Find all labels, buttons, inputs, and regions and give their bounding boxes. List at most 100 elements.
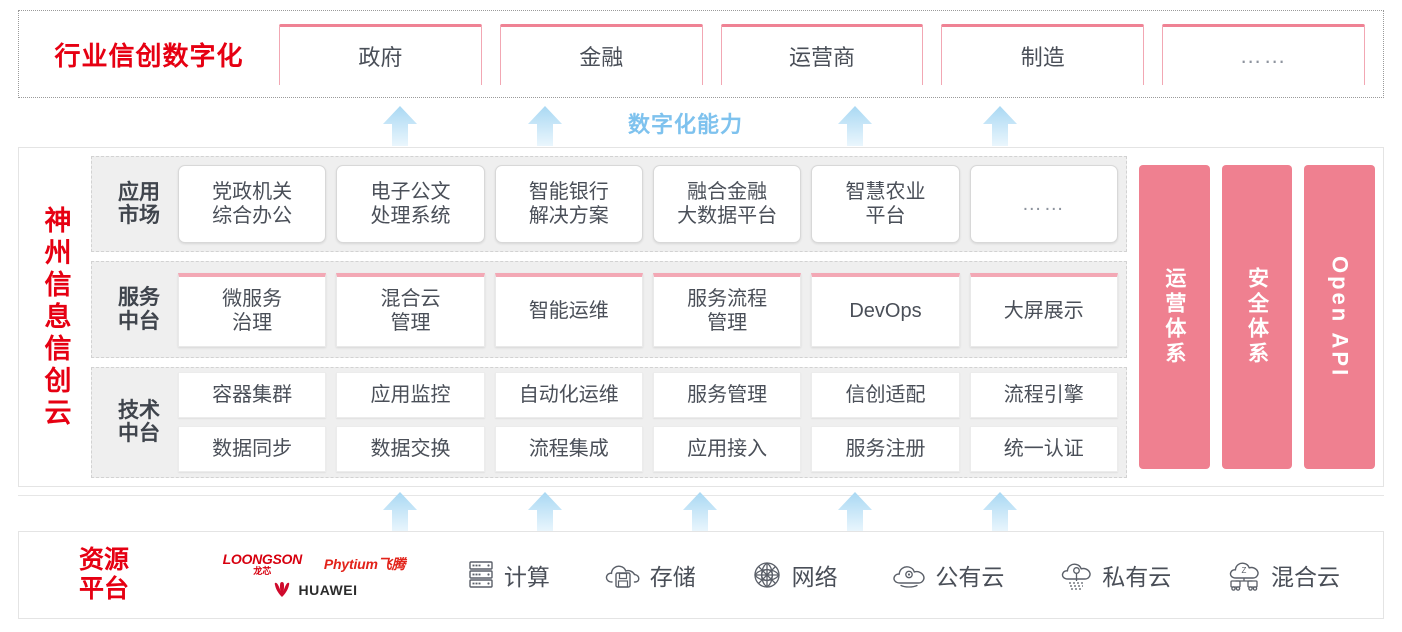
resource-item-private-cloud[interactable]: 私有云 — [1058, 558, 1171, 592]
pillar-label: Open API — [1327, 255, 1353, 379]
up-arrow-icon — [378, 491, 422, 533]
svc-cell-hybrid-cloud-management[interactable]: 混合云 管理 — [336, 272, 485, 347]
tech-cell-unified-auth[interactable]: 统一认证 — [969, 426, 1118, 473]
industry-band-title: 行业信创数字化 — [54, 40, 244, 71]
app-cell-more[interactable]: …… — [969, 165, 1118, 244]
loongson-logo: LOONGSON 龙芯 — [223, 552, 303, 576]
tech-cell-xinchuang-adaptation[interactable]: 信创适配 — [811, 372, 960, 419]
cell-line1: 智慧农业 — [845, 181, 926, 204]
vendor-logo-row-2: HUAWEI — [271, 582, 358, 598]
vendor-logo-row-1: LOONGSON 龙芯 Phytium飞腾 — [223, 552, 406, 576]
cell-line1: 智能银行 — [528, 181, 609, 204]
up-arrow-icon — [978, 491, 1022, 533]
resource-item-label: 网络 — [791, 564, 838, 590]
capability-arrow-band: 数字化能力 — [0, 101, 1402, 147]
resource-arrow-band — [0, 487, 1402, 533]
cell-line1: 服务流程 — [687, 288, 768, 311]
layer-service-platform: 服务 中台 微服务 治理 混合云 管理 — [91, 261, 1127, 358]
layer-label-line2: 市场 — [118, 204, 160, 228]
svc-cell-intelligent-ops[interactable]: 智能运维 — [494, 272, 643, 347]
tech-cell-automated-ops[interactable]: 自动化运维 — [494, 372, 643, 419]
cell-line1: 混合云 — [380, 288, 441, 311]
resource-item-compute[interactable]: 计算 — [466, 558, 550, 592]
pillar-operations-system[interactable]: 运营体系 — [1139, 165, 1210, 469]
industry-box-government[interactable]: 政府 — [279, 24, 482, 85]
resource-item-label: 计算 — [503, 564, 550, 590]
resource-item-hybrid-cloud[interactable]: Z 混合云 — [1225, 558, 1340, 592]
app-cell-smart-bank[interactable]: 智能银行 解决方案 — [494, 165, 643, 244]
technical-platform-row-1: 容器集群 应用监控 自动化运维 服务管理 信创适配 流程引擎 — [178, 372, 1118, 419]
cell-line2: 平台 — [865, 205, 906, 228]
cloud-panel-body: 应用 市场 党政机关 综合办公 电子公文 处理系统 — [91, 148, 1383, 486]
cell-line2: 综合办公 — [212, 205, 293, 228]
technical-platform-row-2: 数据同步 数据交换 流程集成 应用接入 服务注册 统一认证 — [178, 426, 1118, 473]
cell-line1: 党政机关 — [212, 181, 293, 204]
huawei-logo: HUAWEI — [271, 582, 358, 598]
svc-cell-large-screen-display[interactable]: 大屏展示 — [969, 272, 1118, 347]
cell-line1: 电子公文 — [370, 181, 451, 204]
layer-application-market: 应用 市场 党政机关 综合办公 电子公文 处理系统 — [91, 156, 1127, 253]
cell-line1: 融合金融 — [687, 181, 768, 204]
industry-box-finance[interactable]: 金融 — [499, 24, 703, 85]
svc-cell-service-process-management[interactable]: 服务流程 管理 — [652, 272, 802, 347]
pillar-security-system[interactable]: 安全体系 — [1221, 165, 1293, 469]
cell-line2: 解决方案 — [528, 205, 609, 228]
resource-item-network[interactable]: 网络 — [750, 558, 838, 592]
resource-title-line1: 资源 — [78, 545, 129, 574]
vendor-logo-group: LOONGSON 龙芯 Phytium飞腾 HUAWEI — [189, 552, 439, 598]
cell-line2: 管理 — [390, 312, 431, 335]
up-arrow-icon — [978, 105, 1022, 147]
industry-box-operator[interactable]: 运营商 — [720, 24, 924, 85]
tech-cell-app-monitoring[interactable]: 应用监控 — [336, 372, 485, 419]
tech-cell-container-cluster[interactable]: 容器集群 — [178, 372, 327, 419]
resource-item-label: 混合云 — [1271, 564, 1341, 590]
cell-line2: 治理 — [232, 312, 273, 335]
app-cell-smart-agriculture[interactable]: 智慧农业 平台 — [811, 165, 960, 244]
resource-item-label: 私有云 — [1102, 564, 1172, 590]
tech-cell-app-access[interactable]: 应用接入 — [652, 426, 802, 473]
hybrid-cloud-icon: Z — [1229, 562, 1259, 591]
resource-item-public-cloud[interactable]: 公有云 — [891, 558, 1004, 592]
cloud-panel: 神州信息信创云 应用 市场 党政机关 综合办公 — [18, 147, 1384, 487]
industry-box-manufacturing[interactable]: 制造 — [941, 24, 1145, 85]
svg-text:Z: Z — [1242, 566, 1247, 575]
tech-cell-service-management[interactable]: 服务管理 — [652, 372, 802, 419]
up-arrow-icon — [678, 491, 722, 533]
svc-cell-microservice-governance[interactable]: 微服务 治理 — [178, 272, 327, 347]
tech-cell-process-engine[interactable]: 流程引擎 — [969, 372, 1118, 419]
resource-platform-band: 资源 平台 LOONGSON 龙芯 Phytium飞腾 HUAWEI — [18, 531, 1384, 619]
layer-label-application-market: 应用 市场 — [100, 181, 178, 228]
app-cell-finance-bigdata[interactable]: 融合金融 大数据平台 — [652, 165, 802, 244]
tech-cell-data-sync[interactable]: 数据同步 — [178, 426, 327, 473]
industry-box-more[interactable]: …… — [1162, 24, 1365, 85]
huawei-petal-icon — [274, 582, 289, 597]
cell-line1: 大屏展示 — [1003, 300, 1084, 323]
pillar-open-api[interactable]: Open API — [1304, 165, 1376, 469]
up-arrow-icon — [378, 105, 422, 147]
resource-title-line2: 平台 — [78, 575, 129, 603]
app-cell-government-office[interactable]: 党政机关 综合办公 — [178, 165, 327, 244]
service-platform-cells: 微服务 治理 混合云 管理 智能运维 — [178, 272, 1118, 347]
technical-platform-cells: 容器集群 应用监控 自动化运维 服务管理 信创适配 流程引擎 数据同步 数据交换… — [178, 372, 1118, 473]
up-arrow-icon — [833, 491, 877, 533]
up-arrow-icon — [523, 491, 567, 533]
cloud-panel-title: 神州信息信创云 — [19, 148, 91, 486]
resource-item-storage[interactable]: 存储 — [604, 558, 696, 592]
layer-label-line1: 技术 — [118, 398, 160, 422]
app-cell-edoc-system[interactable]: 电子公文 处理系统 — [336, 165, 485, 244]
cloud-panel-title-text: 神州信息信创云 — [40, 206, 71, 430]
cell-line2: 处理系统 — [370, 205, 451, 228]
industry-band: 行业信创数字化 政府 金融 运营商 制造 …… — [18, 10, 1384, 98]
layer-label-service-platform: 服务 中台 — [100, 286, 178, 333]
tech-cell-data-exchange[interactable]: 数据交换 — [336, 426, 485, 473]
industry-box-list: 政府 金融 运营商 制造 …… — [279, 24, 1383, 85]
tech-cell-service-registry[interactable]: 服务注册 — [811, 426, 960, 473]
layer-label-technical-platform: 技术 中台 — [100, 399, 178, 446]
layer-label-line2: 中台 — [118, 422, 160, 446]
pillar-label: 运营体系 — [1162, 267, 1186, 367]
svc-cell-devops[interactable]: DevOps — [811, 272, 960, 347]
tech-cell-process-integration[interactable]: 流程集成 — [494, 426, 643, 473]
capability-label: 数字化能力 — [628, 112, 744, 137]
layer-technical-platform: 技术 中台 容器集群 应用监控 自动化运维 服务管理 信创适配 流程引擎 数据同… — [91, 366, 1127, 478]
cell-line1: 智能运维 — [528, 300, 609, 323]
